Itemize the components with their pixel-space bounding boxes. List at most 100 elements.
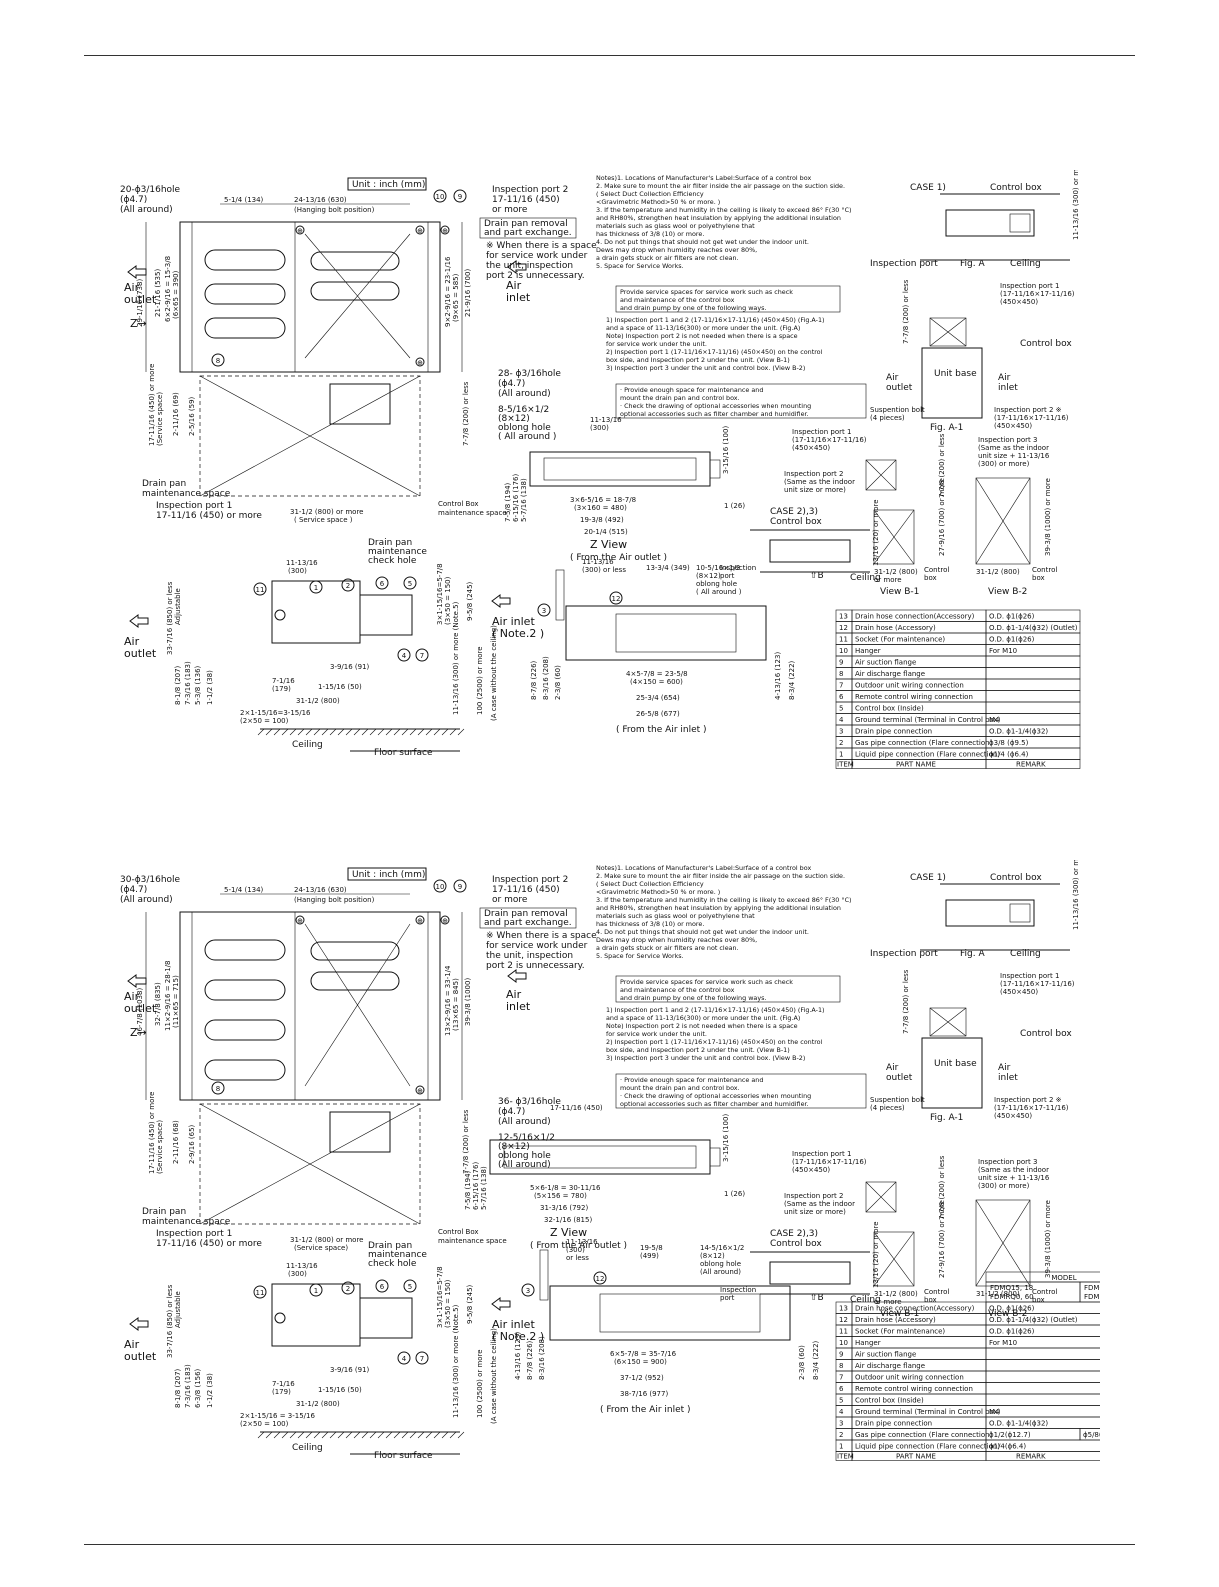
table-item: 13 xyxy=(839,613,848,621)
callout-number: ⊕ xyxy=(442,917,448,925)
plan-view-body xyxy=(179,911,441,1101)
notes-line: 2. Make sure to mount the air filter ins… xyxy=(596,182,845,190)
dim-v1: 7-7/8 (200) or less xyxy=(938,433,946,498)
callout-circle xyxy=(211,1081,225,1095)
table-part-name: Liquid pipe connection (Flare connection… xyxy=(855,751,1000,759)
view-b1-label: View B-1 xyxy=(880,587,919,597)
case23-insp2: Inspection port 2 xyxy=(784,470,843,478)
front-oblong: 10-5/16×1/2 xyxy=(696,564,740,572)
table-cell xyxy=(985,701,1081,714)
side-drain-pan-label: Drain pan xyxy=(368,538,412,548)
hatch-mark xyxy=(377,728,385,736)
callout-number: ⊕ xyxy=(442,227,448,235)
zview-v2: 6-15/16 (176) xyxy=(512,474,520,522)
table-remark: For M10 xyxy=(989,1339,1017,1347)
front-dim: 4×5-7/8 = 23-5/8 xyxy=(626,670,688,678)
dim-vert-d2: (13×65 = 845) xyxy=(452,978,460,1031)
drain-removal-box xyxy=(479,217,577,239)
table-item: 13 xyxy=(839,1305,848,1313)
table-part-name: Ground terminal (Terminal in Control box… xyxy=(855,1408,1001,1416)
side-dim: 1-15/16 (50) xyxy=(318,1386,362,1394)
figa1-insp1: (450×450) xyxy=(1000,298,1038,306)
hatch-mark xyxy=(409,1431,417,1439)
hole-note: (ϕ4.7) xyxy=(120,885,147,895)
heat-exchanger-coil xyxy=(204,1019,286,1041)
table-cell xyxy=(985,655,1081,668)
drain-pan-label: Drain pan xyxy=(142,479,186,489)
front-dim: 37-1/2 (952) xyxy=(620,1374,664,1382)
air-outlet-arrow-icon xyxy=(127,974,147,988)
zview-dim: 19-3/8 (492) xyxy=(580,516,624,524)
insp1-label: 17-11/16 (450) or more xyxy=(156,1239,262,1249)
front-dim: 38-7/16 (977) xyxy=(620,1390,668,1398)
drain-pan-label: Drain pan xyxy=(142,1207,186,1217)
dim-vert-a: 46-7/8 (1038) xyxy=(136,988,144,1036)
zview-top-dim: 11-13/16 xyxy=(590,416,622,424)
notes-line: has thickness of 3/8 (10) or more. xyxy=(596,230,704,238)
table-part-name: Air suction flange xyxy=(855,659,916,667)
case23-insp3: unit size + 11-13/16 xyxy=(978,452,1050,460)
zview-dim: 3×6-5/16 = 18-7/8 xyxy=(570,496,636,504)
service-item-line: Note) Inspection port 2 is not needed wh… xyxy=(606,1022,798,1030)
hatch-mark xyxy=(417,728,425,736)
front-dim: (300) xyxy=(566,1246,585,1254)
air-inlet-arrow-icon xyxy=(507,969,527,983)
figa1-air-outlet: outlet xyxy=(886,383,913,393)
table-part-name: Drain hose (Accessory) xyxy=(855,1316,936,1324)
figa1-air-outlet: Air xyxy=(886,1063,899,1073)
z-arrow: Z→ xyxy=(130,1026,147,1039)
side-v: 5-3/8 (136) xyxy=(194,665,202,705)
model-header-cell xyxy=(985,1271,1100,1283)
zview-1: 1 (26) xyxy=(724,502,745,510)
case1-control-box-rect xyxy=(1009,213,1031,233)
zview-1: 1 (26) xyxy=(724,1190,745,1198)
dim-vert-c2: (6×65 = 390) xyxy=(172,270,180,319)
hole-note: (All around) xyxy=(120,895,173,905)
hole-note-right: (ϕ4.7) xyxy=(498,1107,525,1117)
callout-circle xyxy=(593,1271,607,1285)
side-v: Adjustable xyxy=(174,588,182,625)
table-part-name: Drain hose connection(Accessory) xyxy=(855,613,975,621)
callout-circle xyxy=(440,915,450,925)
case23-insp1-box xyxy=(865,1181,897,1213)
table-header: ITEM xyxy=(837,1453,854,1461)
callout-circle xyxy=(375,576,389,590)
callout-number: 3 xyxy=(526,1287,530,1295)
view-b2-box xyxy=(975,477,1031,565)
hatch-mark xyxy=(441,1431,449,1439)
notes-line: materials such as glass wool or polyethy… xyxy=(596,222,755,230)
hatch-mark xyxy=(281,1431,289,1439)
callout-number: 9 xyxy=(458,193,462,201)
case23-insp3: (300) or more) xyxy=(978,1182,1030,1190)
table-header-cell xyxy=(985,1451,1100,1461)
hatch-mark xyxy=(313,1431,321,1439)
case23-ceiling-label: Ceiling xyxy=(850,1295,881,1305)
case23-insp2: (Same as the indoor xyxy=(784,478,855,486)
z-arrow: Z→ xyxy=(130,317,147,330)
table-part-name: Ground terminal (Terminal in Control box… xyxy=(855,716,1001,724)
dim-h: 7-7/8 (200) or less xyxy=(462,1109,470,1174)
when-note: ※ When there is a space xyxy=(486,241,597,251)
when-note: for service work under xyxy=(486,941,588,951)
table-remark-b: ϕ5/8(ϕ15.9) xyxy=(1083,1431,1100,1439)
oblong-hole-note: 12-5/16×1/2 xyxy=(498,1133,555,1143)
figa1-insp1: (17-11/16×17-11/16) xyxy=(1000,290,1075,298)
case23-insp1: Inspection port 1 xyxy=(792,428,851,436)
zview-v1: 7-5/8 (194) xyxy=(464,1170,472,1210)
case23-insp3: Inspection port 3 xyxy=(978,436,1037,444)
unit-label: Unit : inch (mm) xyxy=(352,870,425,880)
table-remark: O.D. ϕ1-1/4(ϕ32) (Outlet) xyxy=(989,1316,1078,1324)
case1-control-box: Control box xyxy=(990,183,1042,193)
oblong-hole-note: (8×12) xyxy=(498,414,530,424)
notes-line: and RH80%, strengthen heat insulation by… xyxy=(596,214,841,222)
callout-circle xyxy=(274,609,286,621)
case23-insp1: (450×450) xyxy=(792,1166,830,1174)
callout-number: 2 xyxy=(346,582,350,590)
case23-insp1: Inspection port 1 xyxy=(792,1150,851,1158)
table-item: 12 xyxy=(839,624,848,632)
table-item: 1 xyxy=(839,1443,843,1451)
unit-label-box xyxy=(347,177,427,191)
notes-line: a drain gets stuck or air filters are no… xyxy=(596,254,739,262)
notes-line: 3. If the temperature and humidity in th… xyxy=(596,896,852,904)
drain-pan-label: maintenance space xyxy=(142,489,231,499)
